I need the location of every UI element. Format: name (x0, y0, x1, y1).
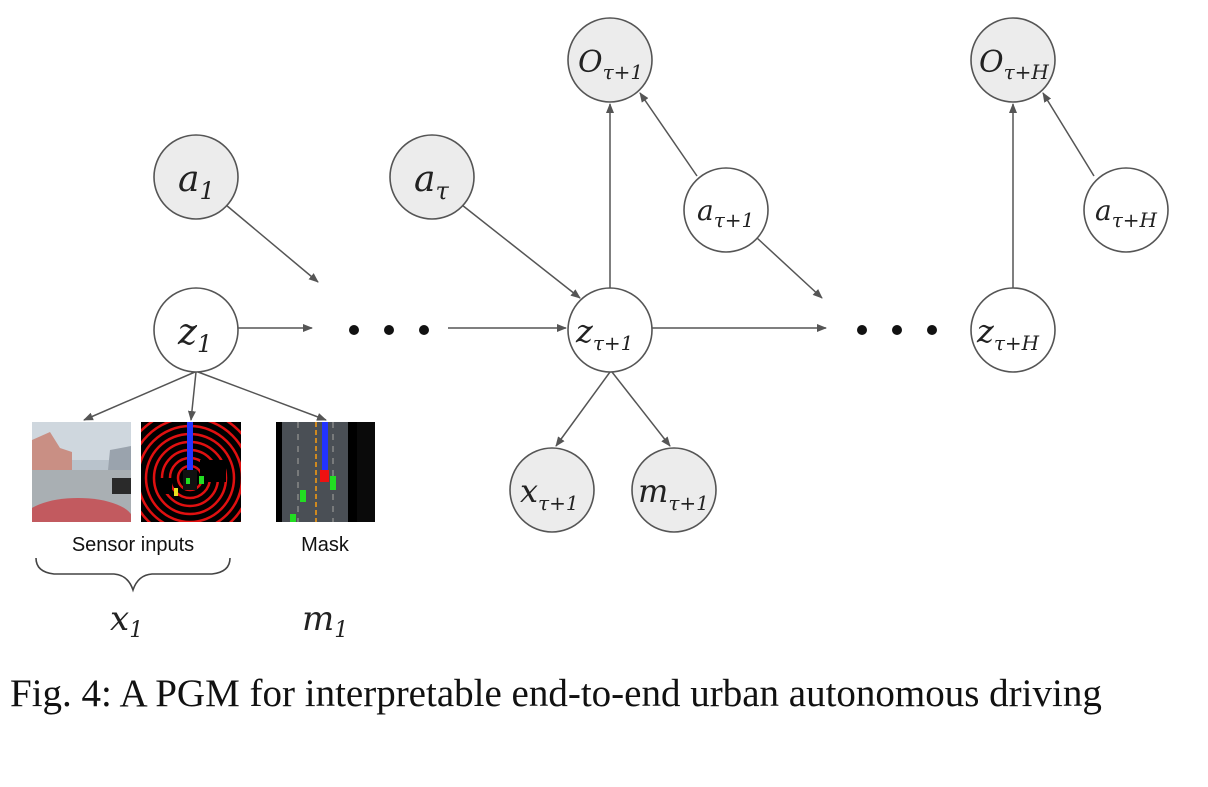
ellipsis-dots-2 (857, 325, 937, 335)
svg-text:a1: a1 (178, 159, 215, 205)
edge-a-tau-to-z-tau1 (461, 204, 581, 299)
lidar-image (141, 422, 241, 522)
svg-text:aτ: aτ (414, 159, 449, 205)
svg-text:aτ+H: aτ+H (1095, 194, 1158, 232)
svg-text:zτ+1: zτ+1 (575, 312, 633, 355)
edge-z-tau1-to-x-tau1 (555, 371, 611, 447)
edge-z-tau1-to-m-tau1 (611, 371, 671, 447)
node-o-tauH: Oτ+H (970, 17, 1056, 103)
edge-a1-to-dots (225, 204, 319, 283)
pgm-diagram: a1 z1 aτ zτ+1 Oτ+1 aτ+1 xτ+1 mτ+1 Oτ+H a… (32, 17, 1169, 643)
node-z-tau1: zτ+1 (567, 287, 653, 373)
edge-a-tau1-to-o-tau1 (639, 92, 698, 177)
m1-label: m1 (302, 599, 348, 643)
svg-text:z1: z1 (177, 312, 212, 358)
svg-text:xτ+1: xτ+1 (520, 472, 579, 515)
node-a-tau: aτ (389, 134, 475, 220)
svg-text:Oτ+H: Oτ+H (979, 45, 1049, 84)
svg-text:zτ+H: zτ+H (976, 312, 1040, 355)
svg-text:Oτ+1: Oτ+1 (578, 45, 643, 84)
edge-a-tauH-to-o-tauH (1042, 92, 1095, 177)
mask-label: Mask (301, 534, 350, 556)
node-a1: a1 (153, 134, 239, 220)
ellipsis-dots-1 (349, 325, 429, 335)
edge-z1-to-mask (197, 371, 327, 421)
node-a-tauH: aτ+H (1083, 167, 1169, 253)
edge-z1-to-lidar (187, 371, 197, 421)
edge-a-tau1-to-dots (756, 237, 823, 299)
node-a-tau1: aτ+1 (683, 167, 769, 253)
edges (83, 92, 1095, 447)
edge-z1-to-camera (83, 371, 196, 421)
camera-image (32, 422, 131, 522)
node-z-tauH: zτ+H (970, 287, 1056, 373)
node-x-tau1: xτ+1 (509, 447, 595, 533)
node-o-tau1: Oτ+1 (567, 17, 653, 103)
node-m-tau1: mτ+1 (631, 447, 717, 533)
sensor-inputs-label: Sensor inputs (72, 534, 194, 556)
node-z1: z1 (153, 287, 239, 373)
mask-image (276, 422, 375, 522)
svg-text:mτ+1: mτ+1 (638, 472, 709, 515)
x1-label: x1 (110, 599, 143, 643)
svg-text:aτ+1: aτ+1 (697, 194, 754, 232)
curly-brace (35, 557, 231, 593)
figure-caption: Fig. 4: A PGM for interpretable end-to-e… (10, 672, 1102, 715)
